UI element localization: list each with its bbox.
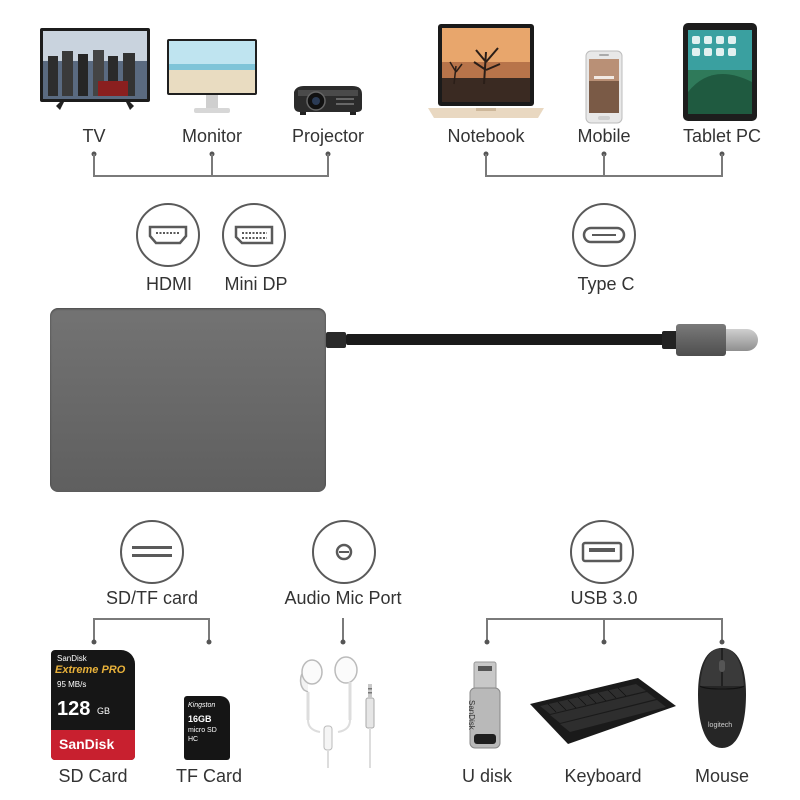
- sd-card-capacity: 128: [57, 698, 91, 720]
- type-c-port-icon: [572, 203, 636, 267]
- projector-image: [290, 82, 366, 118]
- connector-line: [485, 154, 487, 176]
- connector-line: [485, 175, 723, 177]
- connector-line: [486, 618, 488, 642]
- mobile-label: Mobile: [577, 126, 631, 146]
- sd-card-speed: 95 MB/s: [57, 680, 87, 689]
- u-disk-label: U disk: [461, 766, 513, 786]
- connector-line: [93, 618, 95, 642]
- type-c-plug-tip: [726, 329, 758, 351]
- hub-body: [50, 308, 326, 492]
- connector-dot: [91, 639, 97, 645]
- type-c-plug-boot: [662, 331, 678, 349]
- sd-tf-label: SD/TF card: [105, 588, 199, 608]
- sd-card-unit: GB: [97, 706, 111, 716]
- mouse-image: logitech: [694, 646, 750, 750]
- keyboard-label: Keyboard: [564, 766, 642, 786]
- projector-label: Projector: [291, 126, 365, 146]
- connector-line: [721, 618, 723, 642]
- connector-line: [93, 154, 95, 176]
- mini-dp-port-icon: [222, 203, 286, 267]
- connector-line: [603, 618, 605, 642]
- connector-line: [93, 175, 329, 177]
- hub-cable: [346, 334, 664, 345]
- connector-dot: [601, 639, 607, 645]
- type-c-label: Type C: [577, 274, 635, 294]
- usb-port-icon: [570, 520, 634, 584]
- connector-line: [603, 154, 605, 176]
- tf-card-brand: Kingston: [188, 702, 216, 709]
- connector-line: [211, 154, 213, 176]
- connector-line: [208, 618, 210, 642]
- tablet-label: Tablet PC: [682, 126, 762, 146]
- notebook-label: Notebook: [447, 126, 525, 146]
- connector-line: [721, 154, 723, 176]
- connector-dot: [340, 639, 346, 645]
- connector-dot: [719, 639, 725, 645]
- tf-card-label: TF Card: [175, 766, 243, 786]
- sd-card-image: SanDisk Extreme PRO 95 MB/s 128 GB SanDi…: [51, 650, 135, 760]
- sd-card-red-band: [51, 730, 135, 760]
- u-disk-brand: SanDisk: [467, 700, 476, 730]
- sd-tf-port-icon: [120, 520, 184, 584]
- tf-card-capacity: 16GB: [188, 714, 212, 724]
- mouse-label: Mouse: [694, 766, 750, 786]
- tv-image: [38, 26, 152, 116]
- connector-line: [327, 154, 329, 176]
- connector-line: [342, 618, 344, 642]
- earphones-image: [294, 650, 384, 770]
- tf-card-type: micro SD HC: [188, 727, 217, 743]
- sd-card-brand-small: SanDisk: [57, 654, 87, 663]
- sd-card-line: Extreme PRO: [55, 664, 126, 676]
- monitor-image: [166, 38, 258, 118]
- hub-cable-strain-relief: [326, 332, 346, 348]
- hdmi-label: HDMI: [146, 274, 192, 294]
- hdmi-port-icon: [136, 203, 200, 267]
- usb-label: USB 3.0: [570, 588, 638, 608]
- connector-dot: [484, 639, 490, 645]
- tv-label: TV: [82, 126, 106, 146]
- monitor-label: Monitor: [181, 126, 243, 146]
- connector-dot: [206, 639, 212, 645]
- tablet-image: [682, 22, 758, 122]
- sd-card-brand: SanDisk: [59, 736, 115, 752]
- mouse-brand: logitech: [708, 722, 733, 729]
- u-disk-image: SanDisk: [466, 660, 504, 750]
- notebook-image: [426, 22, 546, 122]
- type-c-plug: [676, 324, 726, 356]
- audio-label: Audio Mic Port: [284, 588, 402, 608]
- mobile-image: [584, 50, 624, 124]
- mini-dp-label: Mini DP: [224, 274, 288, 294]
- keyboard-image: [528, 676, 678, 748]
- sd-card-label: SD Card: [58, 766, 128, 786]
- connector-line: [93, 618, 209, 620]
- tf-card-image: Kingston 16GB micro SD HC: [184, 696, 230, 760]
- audio-port-icon: [312, 520, 376, 584]
